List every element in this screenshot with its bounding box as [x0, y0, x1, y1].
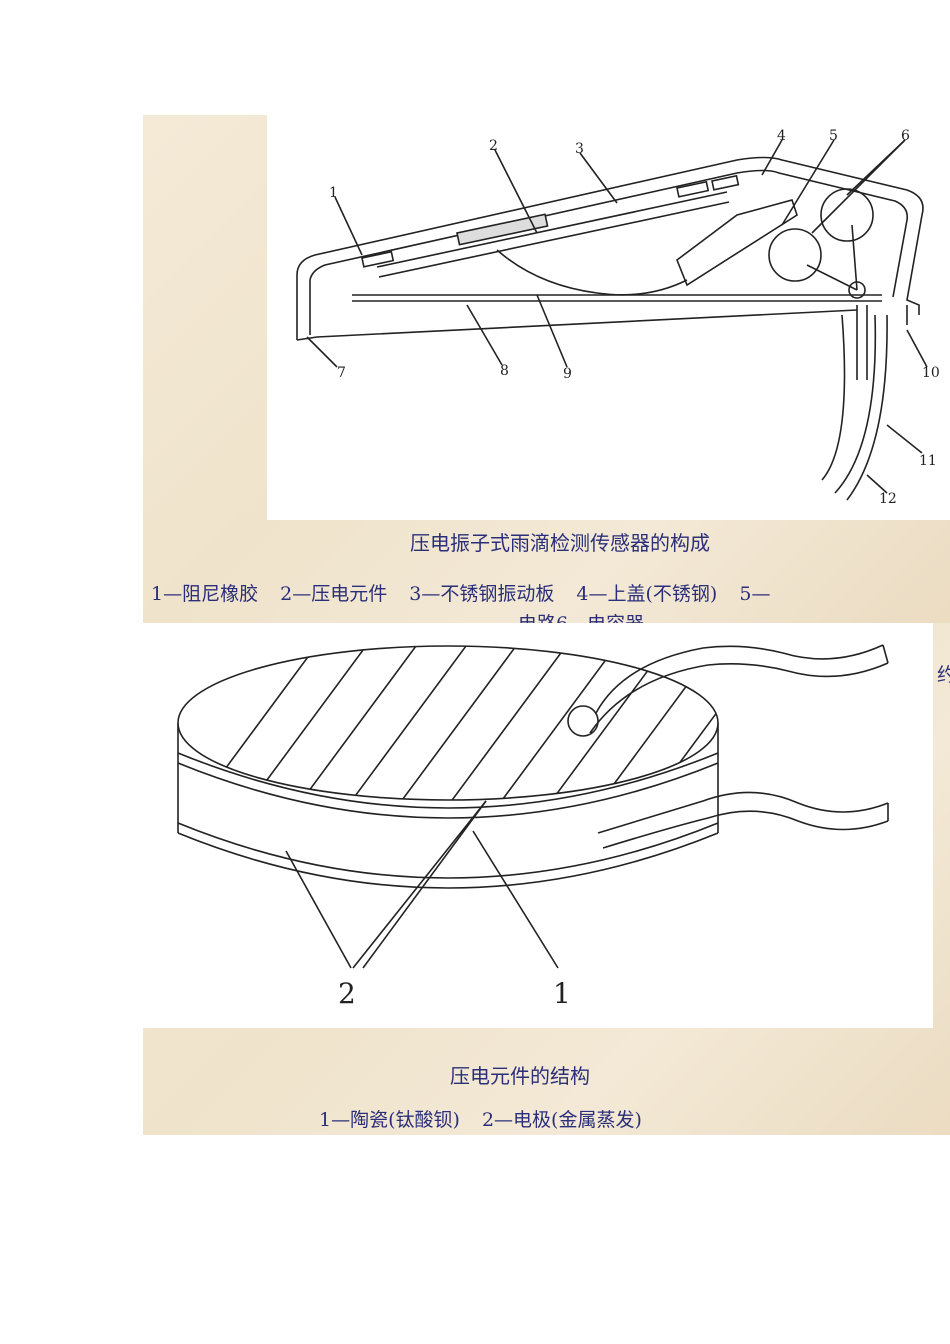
label-1: 1	[553, 977, 571, 1010]
label-12: 12	[879, 491, 897, 507]
figure1-title: 压电振子式雨滴检测传感器的构成	[410, 531, 710, 555]
figure2-legend: 1—陶瓷(钛酸钡) 2—电极(金属蒸发)	[319, 1105, 642, 1132]
label-6: 6	[901, 128, 910, 144]
label-2: 2	[338, 977, 356, 1010]
label-7: 7	[337, 365, 346, 381]
figure1-legend: 1—阻尼橡胶 2—压电元件 3—不锈钢振动板 4—上盖(不锈钢) 5—	[151, 579, 770, 606]
label-9: 9	[563, 366, 572, 382]
label-2: 2	[489, 138, 498, 154]
legend-item: 1—陶瓷(钛酸钡)	[319, 1109, 460, 1131]
piezo-element-diagram: 2 1	[143, 623, 933, 1028]
rain-sensor-drawing: 1 2 3 4 5 6 7 8 9 10 11 12	[296, 128, 940, 507]
figure1-panel: 1 2 3 4 5 6 7 8 9 10 11 12 压电振子式雨滴检测传感器的…	[143, 115, 950, 623]
legend-item: 3—不锈钢振动板	[409, 583, 555, 605]
label-8: 8	[500, 363, 509, 379]
figure1-legend-line2: 电路6—电容器	[518, 609, 644, 623]
cutoff-text: 约	[937, 664, 950, 686]
label-10: 10	[922, 365, 940, 381]
legend-item: 5—	[739, 583, 771, 605]
label-11: 11	[919, 453, 937, 469]
rain-sensor-diagram: 1 2 3 4 5 6 7 8 9 10 11 12	[267, 115, 950, 520]
piezo-element-drawing: 2 1	[177, 644, 889, 1010]
label-5: 5	[829, 128, 838, 144]
label-3: 3	[575, 141, 584, 157]
label-1: 1	[329, 185, 338, 201]
figure2-panel: 2 1 压电元件的结构 1—陶瓷(钛酸钡) 2—电极(金属蒸发)	[143, 623, 950, 1135]
figure2-title: 压电元件的结构	[450, 1064, 590, 1088]
legend-item: 2—电极(金属蒸发)	[481, 1109, 642, 1131]
legend-item: 1—阻尼橡胶	[151, 583, 259, 605]
legend-item: 2—压电元件	[280, 583, 388, 605]
label-4: 4	[777, 128, 786, 144]
legend-item: 4—上盖(不锈钢)	[576, 583, 718, 605]
